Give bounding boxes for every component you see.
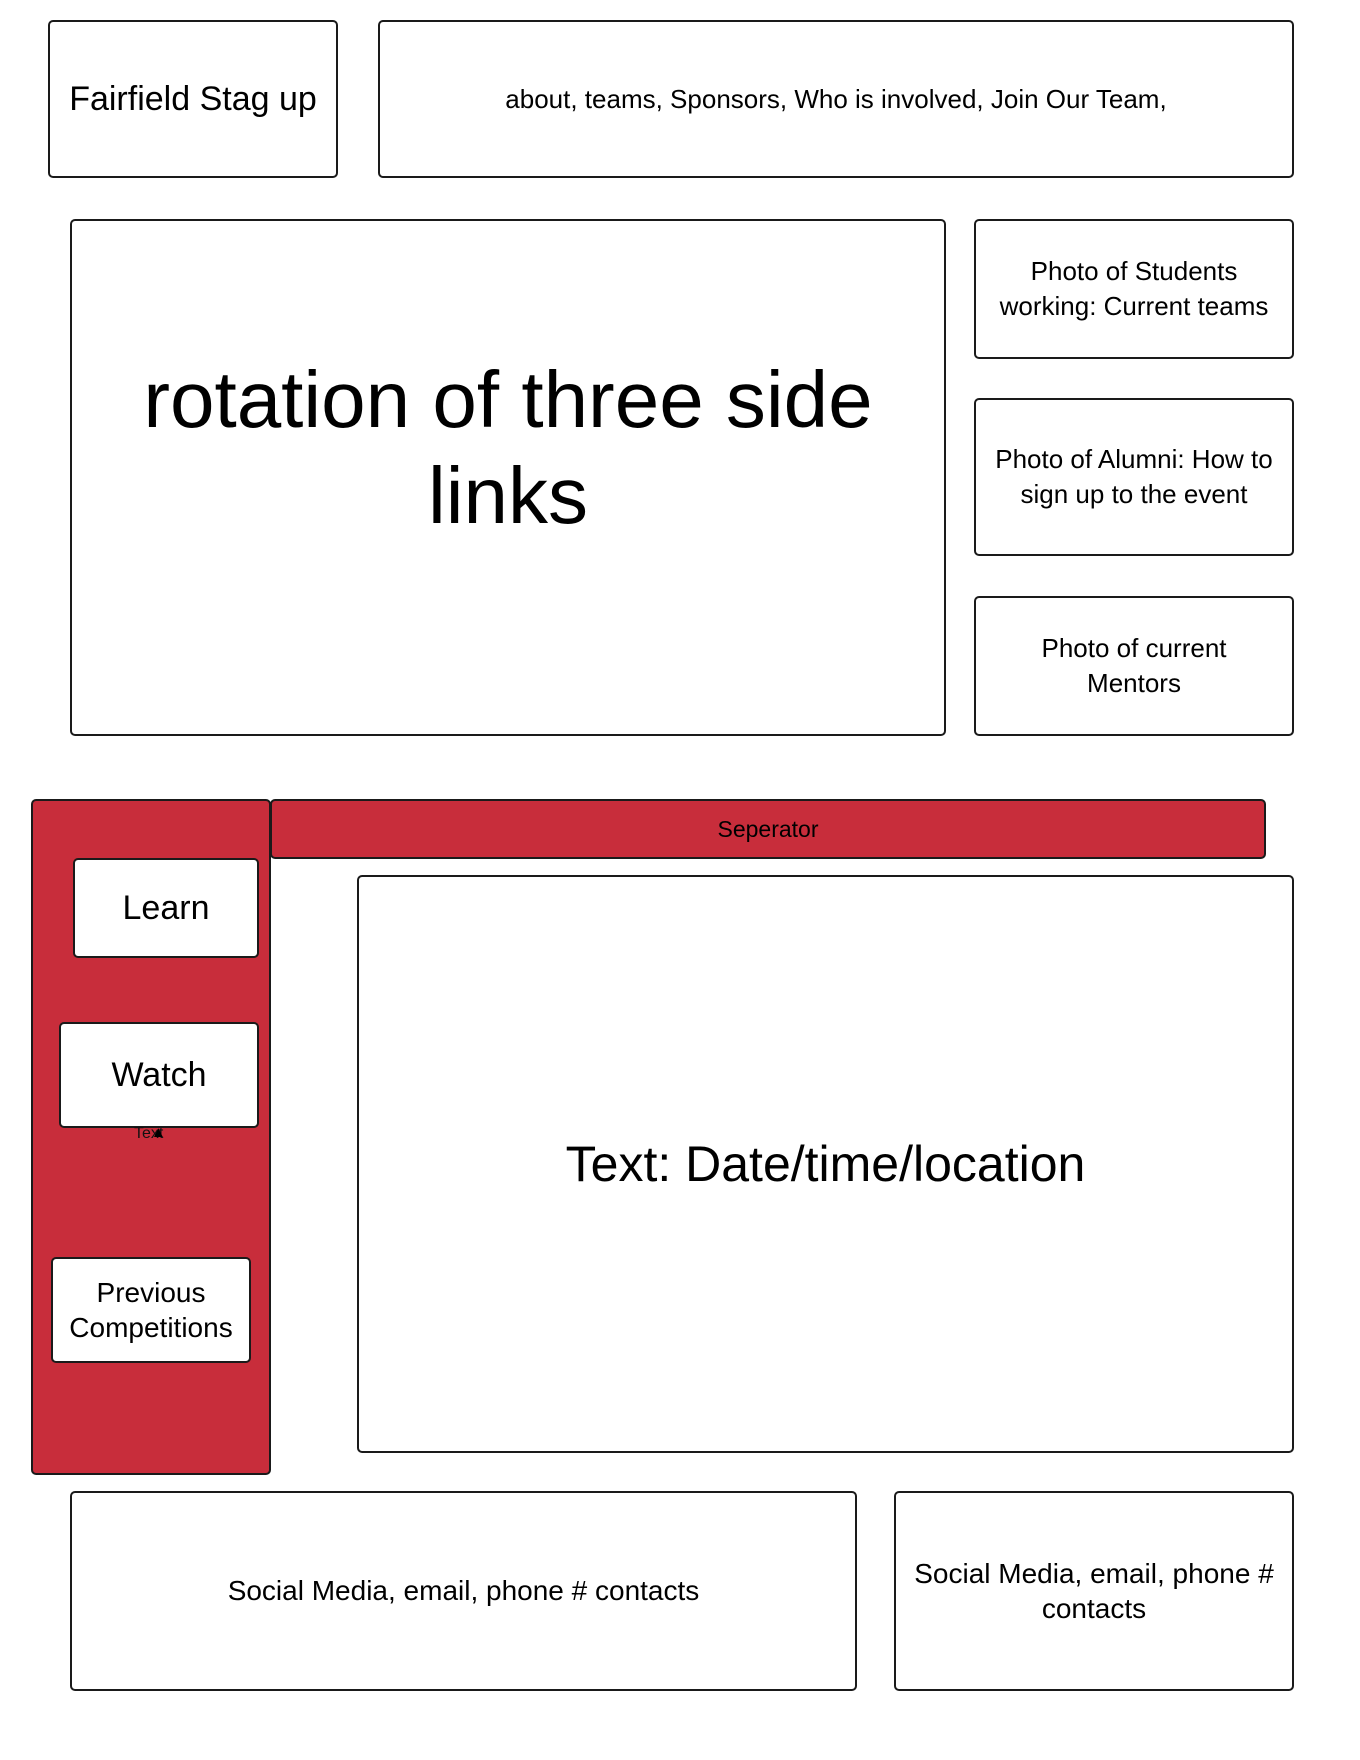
previous-competitions-label: Previous Competitions: [69, 1277, 233, 1343]
nav-text: about, teams, Sponsors, Who is involved,…: [505, 83, 1167, 114]
logo-box[interactable]: Fairfield Stag up: [48, 20, 338, 178]
separator-label: Seperator: [717, 815, 819, 842]
hero-rotation-box[interactable]: rotation of three side links: [70, 219, 946, 736]
side-link-label: Photo of current Mentors: [1041, 633, 1227, 698]
separator-bar: Seperator: [270, 799, 1266, 859]
side-link-students[interactable]: Photo of Students working: Current teams: [974, 219, 1294, 359]
nav-box[interactable]: about, teams, Sponsors, Who is involved,…: [378, 20, 1294, 178]
event-info-box: Text: Date/time/location: [357, 875, 1294, 1453]
event-info-text: Text: Date/time/location: [565, 1136, 1086, 1192]
previous-competitions-button[interactable]: Previous Competitions: [51, 1257, 251, 1363]
side-link-label: Photo of Alumni: How to sign up to the e…: [995, 444, 1273, 509]
side-link-mentors[interactable]: Photo of current Mentors: [974, 596, 1294, 736]
learn-button-label: Learn: [122, 888, 210, 927]
watch-button-label: Watch: [111, 1055, 207, 1094]
footer-contacts-left[interactable]: Social Media, email, phone # contacts: [70, 1491, 857, 1691]
side-link-label: Photo of Students working: Current teams: [999, 256, 1269, 321]
tiny-text-label: Text: [134, 1125, 164, 1142]
hero-text: rotation of three side links: [143, 354, 873, 540]
footer-contacts-text: Social Media, email, phone # contacts: [227, 1575, 700, 1606]
logo-text: Fairfield Stag up: [69, 79, 317, 118]
cursor-icon: ▲: [151, 1124, 166, 1141]
watch-button[interactable]: Watch: [59, 1022, 259, 1128]
learn-button[interactable]: Learn: [73, 858, 259, 958]
side-link-alumni[interactable]: Photo of Alumni: How to sign up to the e…: [974, 398, 1294, 556]
footer-contacts-text: Social Media, email, phone # contacts: [914, 1558, 1274, 1624]
footer-contacts-right[interactable]: Social Media, email, phone # contacts: [894, 1491, 1294, 1691]
